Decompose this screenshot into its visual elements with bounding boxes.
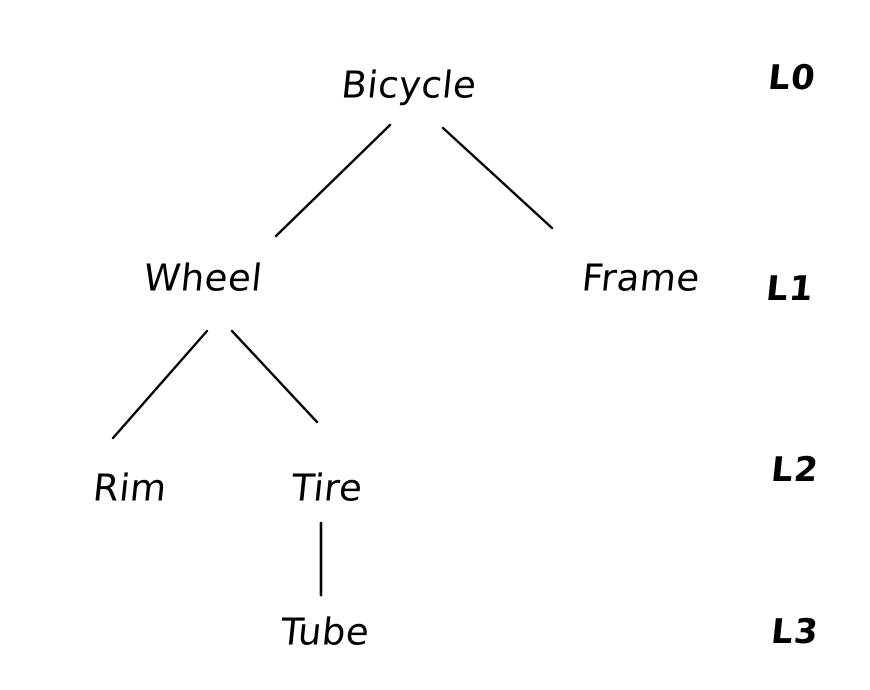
edge-wheel-rim [111,329,209,440]
node-rim: Rim [90,466,170,510]
edge-bicycle-frame [441,126,554,230]
edge-wheel-tire [230,329,319,424]
level-label-l3: L3 [769,612,821,652]
level-label-l0: L0 [766,58,818,98]
level-label-l2: L2 [769,450,821,490]
node-frame: Frame [579,256,703,300]
node-tube: Tube [278,610,372,654]
node-wheel: Wheel [141,256,265,300]
node-tire: Tire [289,466,365,510]
edge-bicycle-wheel [274,123,392,238]
level-label-l1: L1 [764,269,816,309]
node-bicycle: Bicycle [339,63,479,107]
